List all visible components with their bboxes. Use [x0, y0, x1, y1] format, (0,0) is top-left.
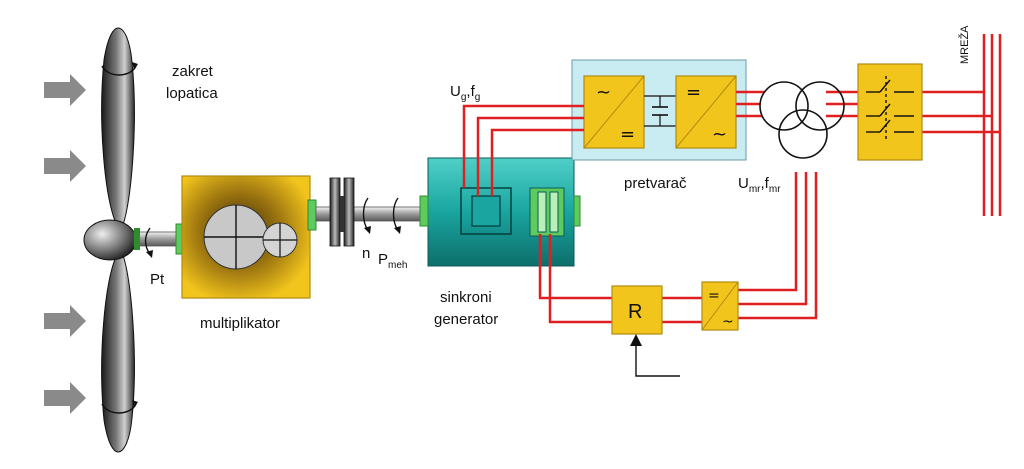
- hub: [83, 219, 137, 261]
- mech-power-label: Pmeh: [378, 251, 407, 271]
- wind-arrow-icon: [44, 74, 86, 106]
- rectifier-block: ~ =: [583, 75, 645, 149]
- blade-pitch-label-2: lopatica: [166, 85, 218, 102]
- blade-pitch-label-1: zakret: [172, 63, 214, 80]
- svg-text:=: =: [686, 82, 701, 103]
- svg-text:=: =: [620, 124, 635, 145]
- generator-label-1: sinkroni: [440, 289, 492, 306]
- shaft-coupling: [329, 177, 341, 247]
- regulator-block: R: [611, 285, 663, 335]
- transformer: [759, 81, 845, 159]
- gearbox-label: multiplikator: [200, 315, 280, 332]
- reference-input-arrow-icon: [635, 344, 680, 377]
- excitation-rectifier: = ~: [701, 281, 739, 331]
- dc-link-capacitor: [644, 95, 676, 127]
- grid-breaker: [857, 63, 923, 161]
- inverter-block: = ~: [675, 75, 737, 149]
- wind-arrows: [44, 74, 86, 414]
- upper-blade: [101, 27, 135, 229]
- lower-blade: [101, 251, 135, 453]
- generator-label-2: generator: [434, 311, 498, 328]
- speed-label: n: [362, 245, 370, 262]
- wires: [462, 34, 1002, 324]
- grid-label: MREŽA: [958, 25, 971, 64]
- torque-label: Pt: [150, 271, 165, 288]
- wind-arrow-icon: [44, 305, 86, 337]
- grid-voltage-label: Umr,fmr: [738, 175, 781, 195]
- svg-text:=: =: [708, 288, 720, 304]
- rotor: [83, 27, 138, 453]
- svg-text:~: ~: [722, 314, 734, 330]
- svg-text:~: ~: [596, 82, 611, 103]
- wind-arrow-icon: [44, 382, 86, 414]
- converter-label: pretvarač: [624, 175, 687, 192]
- synchronous-generator: [419, 157, 581, 267]
- wind-arrow-icon: [44, 150, 86, 182]
- generator-voltage-label: Ug,fg: [450, 83, 480, 103]
- svg-text:~: ~: [712, 124, 727, 145]
- svg-text:R: R: [628, 301, 642, 323]
- gearbox: [181, 175, 311, 299]
